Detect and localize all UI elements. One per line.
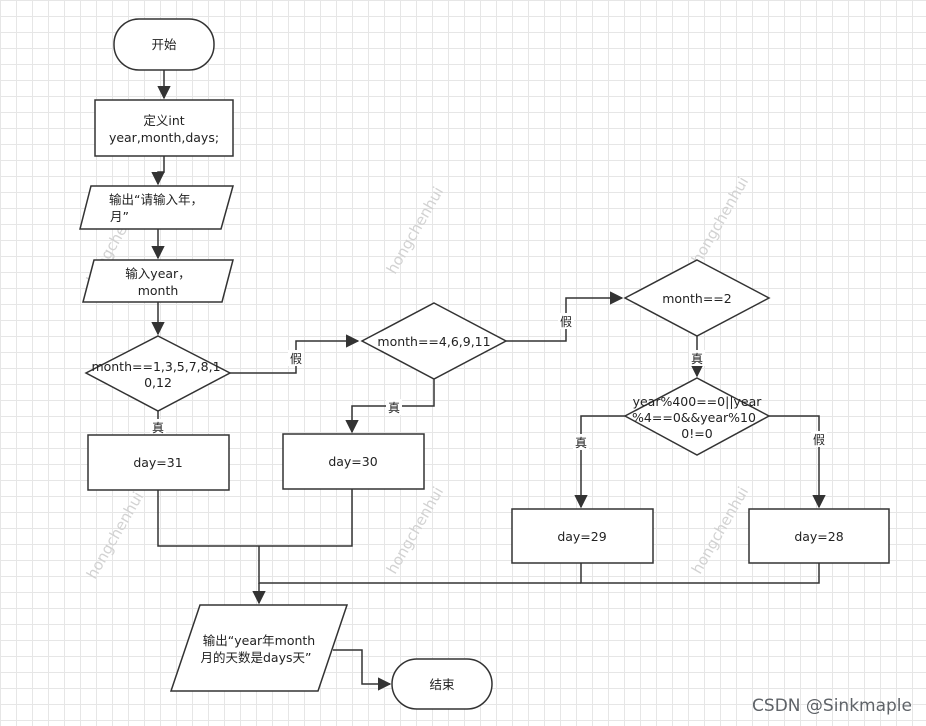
node-condleap-line1: year%400==0||year xyxy=(633,394,763,409)
node-start: 开始 xyxy=(113,18,215,71)
watermark-6: hongchenhui xyxy=(688,484,752,577)
node-day29-label: day=29 xyxy=(557,529,606,544)
watermark-3: hongchenhui xyxy=(688,174,752,267)
label-yes-cond30: 真 xyxy=(388,401,400,415)
node-declare: 定义int year,month,days; xyxy=(94,99,234,157)
watermark-5: hongchenhui xyxy=(383,484,447,577)
watermark-4: hongchenhui xyxy=(83,489,147,582)
node-cond-feb: month==2 xyxy=(623,259,771,337)
watermark-2: hongchenhui xyxy=(383,184,447,277)
node-day31-label: day=31 xyxy=(133,455,182,470)
node-input-line2: month xyxy=(138,283,179,298)
node-cond30-label: month==4,6,9,11 xyxy=(377,334,490,349)
label-no-cond30: 假 xyxy=(560,315,572,329)
node-day28-label: day=28 xyxy=(794,529,843,544)
node-day29: day=29 xyxy=(511,508,654,564)
node-cond-leap: year%400==0||year %4==0&&year%10 0!=0 xyxy=(623,377,771,456)
node-result-line2: 月的天数是days天” xyxy=(201,650,312,665)
edge-condleap-day28 xyxy=(769,415,826,509)
node-result-output: 输出“year年month 月的天数是days天” xyxy=(169,604,349,692)
label-yes-condleap: 真 xyxy=(575,436,587,450)
node-declare-line2: year,month,days; xyxy=(109,130,219,145)
node-day28: day=28 xyxy=(748,508,890,564)
node-condfeb-label: month==2 xyxy=(662,291,731,306)
credit-watermark: CSDN @Sinkmaple xyxy=(752,696,912,716)
node-prompt-output: 输出“请输入年， 月” xyxy=(79,185,234,230)
node-result-line1: 输出“year年month xyxy=(203,633,315,648)
edge-labels: 假 真 真 假 真 真 假 xyxy=(150,313,827,450)
edge-day29-merge xyxy=(580,563,820,584)
label-yes-cond31: 真 xyxy=(152,421,164,435)
node-day31: day=31 xyxy=(87,434,230,491)
node-cond31-line2: 0,12 xyxy=(144,375,172,390)
node-input-line1: 输入year， xyxy=(125,266,190,281)
node-cond-31: month==1,3,5,7,8,1 0,12 xyxy=(84,335,232,412)
edge-condleap-day29 xyxy=(574,415,625,509)
node-end-label: 结束 xyxy=(429,677,455,692)
node-prompt-line1: 输出“请输入年， xyxy=(109,192,203,207)
label-no-condleap: 假 xyxy=(813,433,825,447)
edge-day31-merge xyxy=(157,489,353,547)
node-cond-30: month==4,6,9,11 xyxy=(360,302,508,380)
edge-output-end xyxy=(333,649,392,691)
node-cond31-line1: month==1,3,5,7,8,1 xyxy=(91,359,220,374)
edges xyxy=(151,70,826,691)
label-yes-condfeb: 真 xyxy=(691,352,703,366)
label-no-cond31: 假 xyxy=(290,352,302,366)
node-declare-line1: 定义int xyxy=(143,113,184,128)
edge-declare-prompt xyxy=(151,156,165,186)
node-condleap-line2: %4==0&&year%10 xyxy=(632,410,756,425)
node-day30-label: day=30 xyxy=(328,454,377,469)
node-condleap-line3: 0!=0 xyxy=(681,426,712,441)
node-input: 输入year， month xyxy=(82,259,234,303)
node-start-label: 开始 xyxy=(151,37,177,52)
node-prompt-line2: 月” xyxy=(110,209,129,224)
node-day30: day=30 xyxy=(282,433,425,490)
node-end: 结束 xyxy=(391,658,493,710)
